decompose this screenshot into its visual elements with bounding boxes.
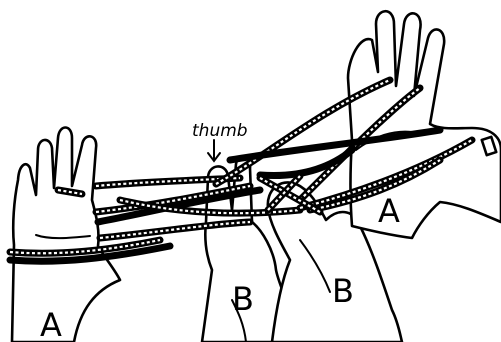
hand-label-b-left: B	[232, 280, 254, 318]
hand-label-a-left: A	[40, 306, 62, 342]
hand-label-b-right: B	[332, 272, 354, 310]
thumb-label: thumb	[192, 121, 248, 141]
right-hand-a	[348, 11, 501, 238]
hand-label-a-right: A	[378, 192, 400, 230]
